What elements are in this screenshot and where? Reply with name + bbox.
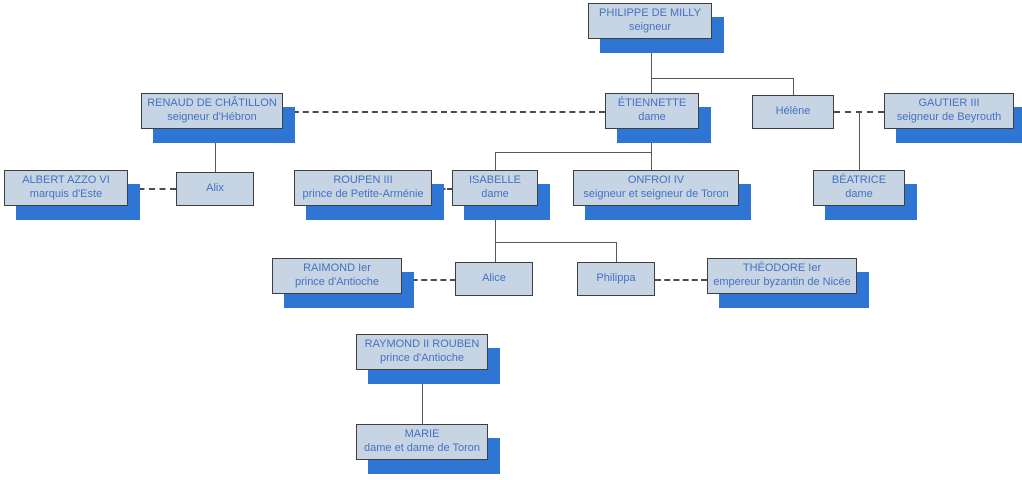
descent-line-helene-gautier-to-beatrice [859,111,860,171]
descent-line-etiennette-to-onfroi [651,152,652,171]
descent-line-philippe-to-helene [793,78,794,96]
person-title: dame [638,111,666,123]
person-name: ROUPEN III [333,174,393,187]
descent-line-isabelle-to-philippa [616,242,617,263]
descent-line-philippe-to-etiennette [651,78,652,94]
person-title: dame [481,188,509,200]
person-name: Philippa [596,272,636,285]
descent-line-philippe-bus [651,78,794,79]
person-title: seigneur et seigneur de Toron [583,188,729,200]
person-title: prince d'Antioche [379,352,465,364]
marriage-line-raimond-alice [402,279,456,281]
marriage-line-albert-alix [128,188,176,190]
person-title: seigneur de Beyrouth [896,111,1002,123]
person-name: GAUTIER III [918,97,980,110]
person-name: MARIE [404,428,440,441]
person-title: seigneur [628,21,672,33]
person-node-helene[interactable]: Hélène [752,95,834,129]
descent-line-isabelle-bus [495,242,617,243]
person-title: prince d'Antioche [294,276,380,288]
person-node-philippa[interactable]: Philippa [577,262,655,296]
person-name: PHILIPPE DE MILLY [599,7,701,20]
person-title: marquis d'Este [29,188,103,200]
descent-line-isabelle-to-alice [495,242,496,263]
descent-line-isabelle-stem [495,206,496,243]
person-name: RENAUD DE CHÂTILLON [147,97,277,110]
person-name: Alix [206,182,224,195]
descent-line-etiennette-to-isabelle [495,152,496,171]
person-title: seigneur d'Hébron [167,111,257,123]
person-name: ÉTIENNETTE [617,97,687,110]
descent-line-to-alix [215,129,216,173]
person-name: ONFROI IV [627,174,685,187]
person-title: dame [845,188,873,200]
person-name: RAYMOND II ROUBEN [364,338,480,351]
person-card[interactable]: Alix [176,172,254,206]
person-title: empereur byzantin de Nicée [713,276,851,288]
person-name: RAIMOND Ier [303,262,371,275]
marriage-line-philippa-theodore [655,279,707,281]
person-title: dame et dame de Toron [364,442,480,454]
descent-line-etiennette-bus [495,152,652,153]
marriage-line-renaud-etiennette [283,111,605,113]
person-node-alice[interactable]: Alice [455,262,533,296]
person-card[interactable]: Philippa [577,262,655,296]
person-name: ALBERT AZZO VI [22,174,110,187]
person-name: Hélène [775,105,811,118]
descent-line-raymond2-to-marie [422,370,423,425]
person-name: BÉATRICE [831,174,887,187]
descent-line-philippe-stem [651,39,652,79]
person-node-alix[interactable]: Alix [176,172,254,206]
person-name: Alice [482,272,506,285]
person-name: THÉODORE Ier [742,262,822,275]
person-name: ISABELLE [469,174,521,187]
person-card[interactable]: Alice [455,262,533,296]
person-title: prince de Petite-Arménie [302,188,424,200]
person-card[interactable]: Hélène [752,95,834,129]
